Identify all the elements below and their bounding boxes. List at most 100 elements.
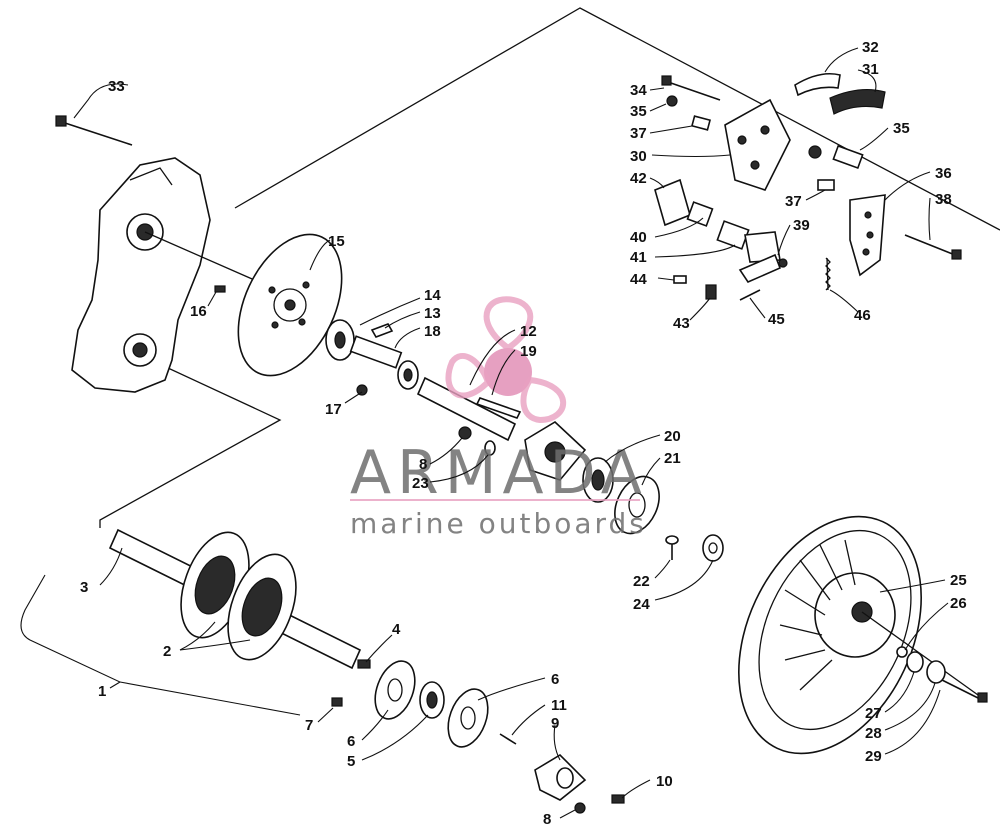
key-19 [475, 397, 522, 419]
bushing-37-upper [690, 115, 712, 131]
callout-5: 5 [347, 753, 355, 770]
callout-37-lower: 37 [785, 193, 802, 210]
bolt-38 [904, 234, 962, 260]
bolt-29 [941, 679, 988, 703]
lever-39 [738, 253, 782, 284]
callout-19: 19 [520, 343, 537, 360]
washer-28 [926, 660, 946, 684]
callout-25: 25 [950, 572, 967, 589]
bearing-18 [397, 360, 419, 390]
callout-28: 28 [865, 725, 882, 742]
leader-lines [20, 47, 949, 819]
callout-21: 21 [664, 450, 681, 467]
callout-23: 23 [412, 475, 429, 492]
shaft-12 [416, 376, 517, 442]
callout-15: 15 [328, 233, 345, 250]
watermark-title: ARMADA [350, 438, 648, 508]
washer-27 [906, 651, 924, 673]
callout-14: 14 [424, 287, 441, 304]
callout-44: 44 [630, 271, 647, 288]
bolt-33 [55, 115, 133, 146]
callout-46: 46 [854, 307, 871, 324]
callout-17: 17 [325, 401, 342, 418]
nut-17 [356, 384, 368, 396]
bearing-5 [419, 681, 445, 719]
propeller-logo [445, 296, 567, 424]
nut-35-left [666, 95, 678, 107]
brake-assembly [654, 72, 962, 301]
driven-pulley-25 [738, 515, 922, 755]
callout-11: 11 [551, 697, 567, 714]
chain-case-housing [71, 157, 301, 393]
brake-pad-31 [829, 88, 886, 115]
callout-2: 2 [163, 643, 171, 660]
bearing-20 [582, 457, 614, 503]
flange-21 [614, 475, 660, 535]
collar-4 [357, 659, 371, 669]
fitting-10 [611, 794, 625, 804]
callout-42: 42 [630, 170, 647, 187]
callout-36: 36 [935, 165, 952, 182]
callout-35-right: 35 [893, 120, 910, 137]
callout-9: 9 [551, 715, 559, 732]
spring-46 [825, 257, 831, 291]
brake-pad-32 [794, 72, 841, 97]
bolt-7 [331, 697, 343, 707]
flange-6-right [447, 688, 489, 748]
washer-23 [484, 440, 496, 456]
shaft-stub-18 [349, 335, 403, 369]
bolt-34 [661, 75, 721, 101]
callout-37-upper: 37 [630, 125, 647, 142]
washer-24 [702, 534, 724, 562]
brake-bracket-30 [724, 98, 791, 191]
spacer-35 [832, 144, 864, 170]
cap-9 [534, 753, 587, 801]
mount-bracket-36 [849, 194, 886, 277]
callout-4: 4 [392, 621, 401, 638]
callout-26: 26 [950, 595, 967, 612]
callout-16: 16 [190, 303, 207, 320]
drive-axle-3 [108, 528, 362, 670]
callout-38: 38 [935, 191, 952, 208]
callout-8-lower: 8 [543, 811, 551, 828]
nut-8-upper [458, 426, 472, 440]
callout-6-right: 6 [551, 671, 559, 688]
callout-35-left: 35 [630, 103, 647, 120]
nut-8-lower [574, 802, 586, 814]
bolt-22 [665, 535, 679, 560]
brake-caliper-42-40 [654, 178, 714, 227]
callout-43: 43 [673, 315, 690, 332]
pin-44 [673, 275, 687, 284]
callout-3: 3 [80, 579, 88, 596]
clip-43 [705, 284, 717, 300]
callout-41: 41 [630, 249, 647, 266]
pin-45 [739, 289, 761, 301]
callout-24: 24 [633, 596, 650, 613]
pin-11 [499, 733, 517, 745]
callout-34: 34 [630, 82, 647, 99]
callout-29: 29 [865, 748, 882, 765]
screw-16 [214, 285, 226, 293]
sprocket-disc-15 [237, 233, 343, 377]
hub-14 [325, 319, 355, 361]
callout-30: 30 [630, 148, 647, 165]
watermark: ARMADA marine outboards [350, 296, 648, 540]
callout-32: 32 [862, 39, 879, 56]
callout-18: 18 [424, 323, 441, 340]
washer-26 [896, 646, 908, 658]
callout-31: 31 [862, 61, 879, 78]
callout-27: 27 [865, 705, 882, 722]
callout-6-left: 6 [347, 733, 355, 750]
callout-labels: 33 15 16 14 1 3 18 12 19 17 20 21 8 23 2 2… [80, 39, 967, 828]
callout-1: 1 [98, 683, 106, 700]
callout-7: 7 [305, 717, 313, 734]
callout-20: 20 [664, 428, 681, 445]
callout-12: 12 [520, 323, 537, 340]
callout-45: 45 [768, 311, 785, 328]
nut-35-right [808, 145, 822, 159]
callout-33: 33 [108, 78, 125, 95]
watermark-subtitle: marine outboards [350, 507, 647, 540]
flange-6-left [374, 660, 416, 720]
track-sprocket-right [227, 553, 297, 661]
